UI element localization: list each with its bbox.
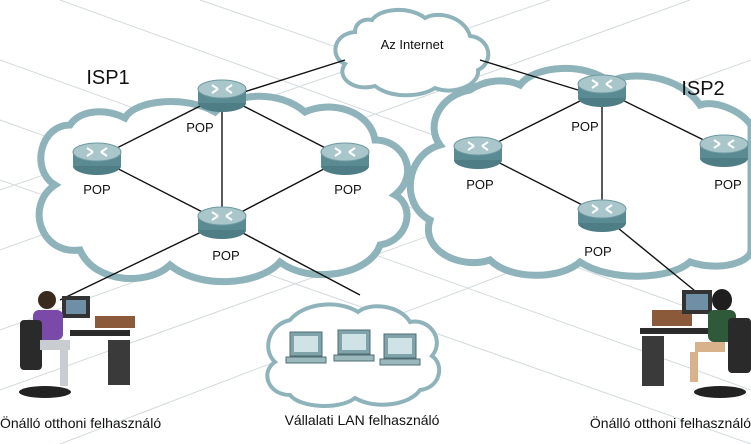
isp2-pop-left-label: POP bbox=[466, 177, 493, 192]
router-isp1-right bbox=[320, 142, 370, 176]
router-isp1-top bbox=[197, 79, 247, 113]
isp1-pop-right-label: POP bbox=[334, 182, 361, 197]
isp2-pop-top-label: POP bbox=[571, 119, 598, 134]
router-isp2-right bbox=[699, 134, 749, 168]
isp1-label: ISP1 bbox=[86, 67, 129, 89]
isp2-label: ISP2 bbox=[681, 78, 724, 100]
home-user-right-figure bbox=[640, 289, 751, 398]
router-isp2-bottom bbox=[577, 199, 627, 233]
isp2-pop-bottom-label: POP bbox=[584, 244, 611, 259]
internet-label: Az Internet bbox=[381, 37, 444, 52]
router-isp1-bottom bbox=[197, 206, 247, 240]
router-isp2-top bbox=[577, 74, 627, 108]
home-user-left-figure bbox=[19, 291, 135, 398]
home-user-left-label: Önálló otthoni felhasználó bbox=[0, 414, 161, 431]
lan-computer-1 bbox=[285, 331, 327, 364]
router-isp2-left bbox=[453, 136, 503, 170]
internet-cloud bbox=[333, 8, 491, 98]
lan-computer-3 bbox=[379, 333, 421, 366]
home-user-right-label: Önálló otthoni felhasználó bbox=[590, 414, 751, 431]
router-isp1-left bbox=[72, 142, 122, 176]
isp2-pop-right-label: POP bbox=[714, 177, 741, 192]
isp1-pop-bottom-label: POP bbox=[212, 248, 239, 263]
isp1-pop-top-label: POP bbox=[186, 120, 213, 135]
corporate-user-label: Vállalati LAN felhasználó bbox=[285, 412, 440, 428]
lan-computer-2 bbox=[333, 329, 375, 362]
isp1-pop-left-label: POP bbox=[83, 182, 110, 197]
